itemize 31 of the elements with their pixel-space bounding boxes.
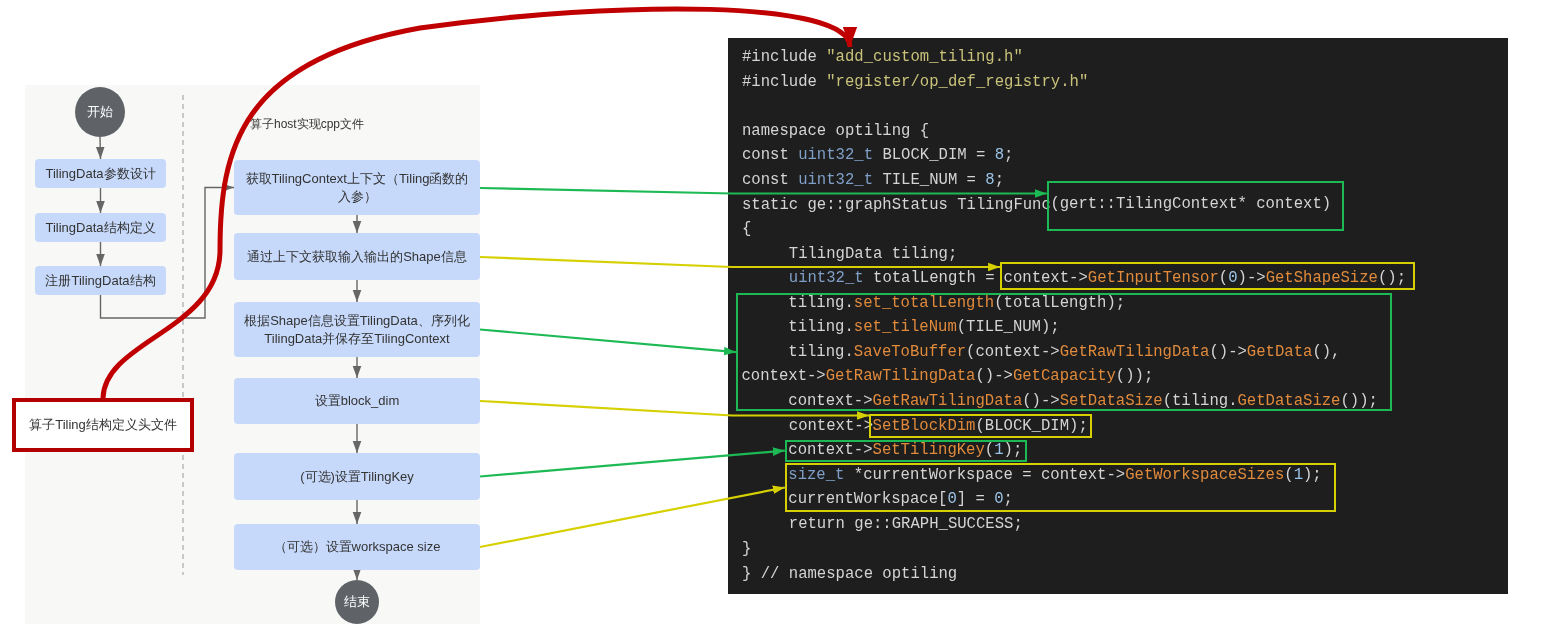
code-line: SetBlockDim(BLOCK_DIM); <box>872 415 1088 436</box>
box-text: （可选）设置workspace size <box>272 538 442 556</box>
code-line: tiling.SaveToBuffer(context->GetRawTilingData()->GetData(), <box>788 341 1341 362</box>
code-line: context->SetTilingKey(1); <box>788 440 1023 461</box>
arrow <box>479 399 870 420</box>
code-line: currentWorkspace[0] = 0; <box>788 489 1013 510</box>
code-line: } // namespace optiling <box>742 563 958 584</box>
code-line: context->GetRawTilingData()->SetDataSize(tiling.GetDataSize()); <box>788 390 1378 411</box>
arrow <box>352 423 362 454</box>
box-text: (可选)设置TilingKey <box>299 467 415 486</box>
box-text: 结束 <box>343 593 371 611</box>
arrow <box>479 485 785 549</box>
code-line: tiling.set_tileNum(TILE_NUM); <box>788 317 1060 338</box>
highlight-frame <box>1000 262 1415 291</box>
code-panel <box>728 38 1508 594</box>
code-line: } <box>742 539 752 559</box>
code-line: size_t *currentWorkspace = context->GetWorkspaceSizes(1); <box>788 464 1322 485</box>
code-line: return ge::GRAPH_SUCCESS; <box>788 514 1023 535</box>
arrow <box>352 499 362 525</box>
highlight-frame <box>736 293 1393 412</box>
arrow <box>352 568 362 581</box>
code-line: context->GetRawTilingData()->GetCapacity()); <box>741 366 1154 387</box>
code-line: tiling.set_totalLength(totalLength); <box>788 292 1126 313</box>
code-line: (gert::TilingContext* context) <box>1050 194 1332 215</box>
process-box <box>234 524 480 570</box>
header-file-box <box>12 398 194 452</box>
process-box <box>234 453 480 500</box>
box-text: 算子Tiling结构定义头文件 <box>28 416 178 434</box>
code-line: context->GetInputTensor(0)->GetShapeSize(); <box>1003 267 1406 288</box>
arrow <box>479 447 785 478</box>
highlight-frame <box>784 463 1337 512</box>
